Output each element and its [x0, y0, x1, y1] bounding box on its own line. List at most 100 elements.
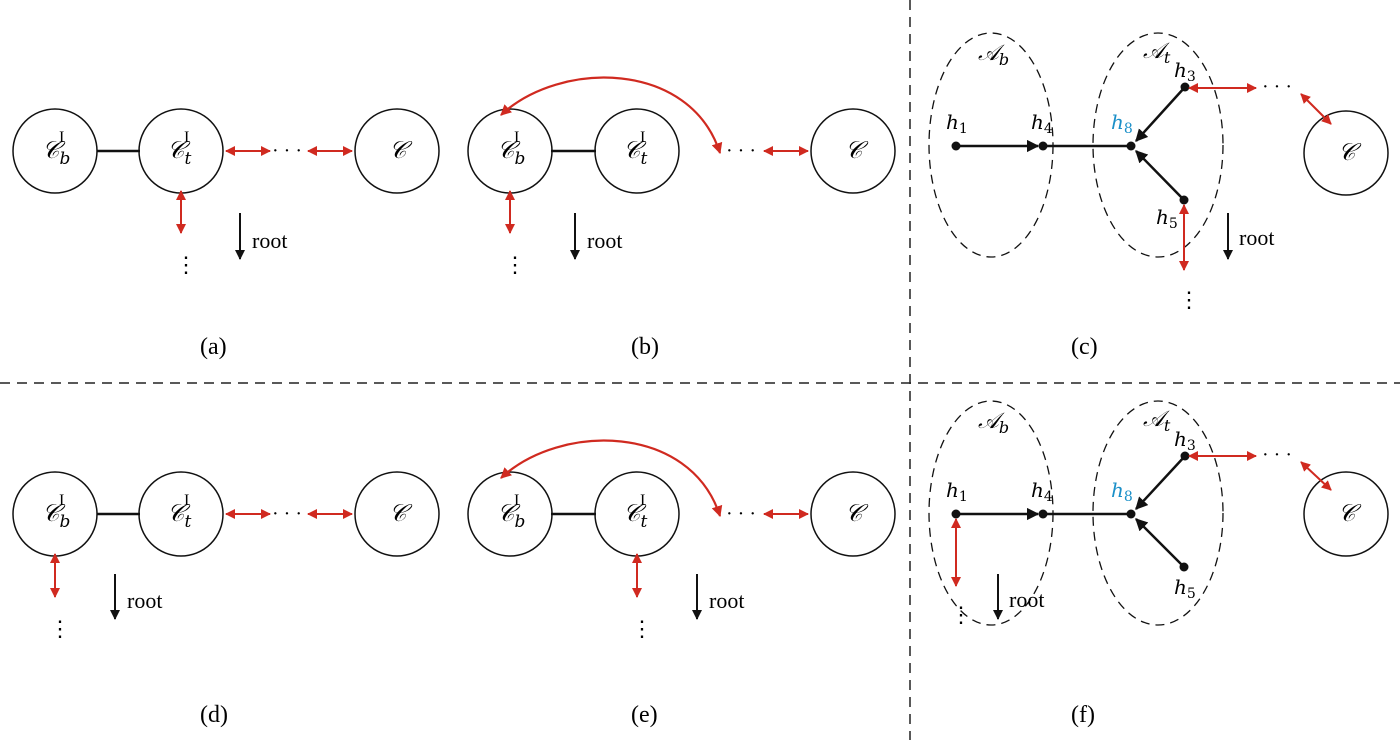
node-c-label: 𝒞 [389, 499, 413, 527]
svg-text:𝒞b: 𝒞b [42, 136, 70, 169]
caption-b: (b) [631, 334, 659, 360]
node-c-b-sub: b [515, 512, 526, 532]
svg-text:h8: h8 [1111, 110, 1133, 137]
h1-sub: 1 [959, 489, 968, 505]
root-label: root [127, 588, 162, 613]
h4-sub: 4 [1044, 489, 1053, 505]
caption-e: (e) [631, 702, 658, 728]
vertex-h3 [1180, 82, 1190, 92]
node-c [1303, 110, 1389, 196]
h4-label: h [1031, 110, 1044, 134]
h3-label: h [1174, 58, 1187, 82]
h8-label: h [1111, 478, 1124, 502]
vertex-h5 [1179, 195, 1189, 205]
set-a-b-sub: b [999, 50, 1009, 69]
svg-text:h3: h3 [1174, 427, 1196, 454]
svg-text:h3: h3 [1174, 58, 1196, 85]
node-c-b-sub: b [515, 149, 526, 169]
vdots: ⋮ [49, 616, 71, 641]
svg-text:𝒜t: 𝒜t [1143, 39, 1171, 67]
panel-d: 𝒞b I 𝒞t I 𝒞 · · · ⋮ root (d) [12, 471, 440, 728]
node-c-t [138, 471, 224, 557]
set-a-b-sub: b [999, 418, 1009, 437]
node-c-b [12, 108, 98, 194]
vertex-h4 [1038, 141, 1048, 151]
node-c-t-sub: t [185, 149, 192, 169]
node-c-b-sup: I [59, 129, 64, 146]
vdots: ⋮ [1178, 287, 1200, 312]
node-c [810, 471, 896, 557]
svg-text:h4: h4 [1031, 478, 1053, 505]
caption-d: (d) [200, 702, 228, 728]
node-c-b-sub: b [60, 149, 71, 169]
set-a-t [1092, 400, 1224, 626]
node-c-t-sub: t [641, 512, 648, 532]
red-curve-arrow [500, 439, 723, 518]
svg-text:h5: h5 [1156, 205, 1178, 232]
vdots: ⋮ [175, 252, 197, 277]
vdots: ⋮ [504, 252, 526, 277]
set-a-t-sub: t [1164, 416, 1171, 435]
panel-e: 𝒞b I 𝒞t I 𝒞 · · · ⋮ root (e) [467, 439, 896, 728]
root-label: root [1009, 587, 1044, 612]
node-c [810, 108, 896, 194]
edge-h5-h8 [1135, 150, 1185, 201]
caption-c: (c) [1071, 334, 1098, 360]
red-arrow-dots-c [1300, 461, 1332, 491]
svg-text:𝒞b: 𝒞b [497, 499, 525, 532]
hdots: · · · [726, 503, 756, 525]
h8-sub: 8 [1124, 489, 1133, 505]
vertex-h1 [951, 141, 961, 151]
node-c [354, 471, 440, 557]
h5-sub: 5 [1187, 586, 1196, 602]
h4-sub: 4 [1044, 121, 1053, 137]
h5-sub: 5 [1169, 216, 1178, 232]
vertex-h3 [1180, 451, 1190, 461]
root-label: root [1239, 225, 1274, 250]
vertex-h8 [1126, 509, 1136, 519]
root-label: root [252, 228, 287, 253]
set-a-t-sub: t [1164, 48, 1171, 67]
node-c [354, 108, 440, 194]
svg-text:𝒜t: 𝒜t [1143, 407, 1171, 435]
vertex-h4 [1038, 509, 1048, 519]
hdots: · · · [272, 140, 302, 162]
svg-text:h1: h1 [946, 110, 968, 137]
h1-label: h [946, 478, 959, 502]
vertex-h8 [1126, 141, 1136, 151]
set-a-t [1092, 32, 1224, 258]
node-c-t-sup: I [640, 492, 645, 509]
h5-label: h [1156, 205, 1169, 229]
root-label: root [587, 228, 622, 253]
vertex-h5 [1179, 562, 1189, 572]
edge-h3-h8 [1135, 86, 1186, 142]
node-c-b-sub: b [60, 512, 71, 532]
edge-h5-h8 [1135, 518, 1185, 568]
root-label: root [709, 588, 744, 613]
svg-text:h5: h5 [1174, 575, 1196, 602]
svg-text:𝒜b: 𝒜b [978, 409, 1009, 437]
node-c-t-sup: I [640, 129, 645, 146]
vdots: ⋮ [631, 616, 653, 641]
h5-label: h [1174, 575, 1187, 599]
svg-text:h1: h1 [946, 478, 968, 505]
svg-text:𝒞b: 𝒞b [42, 499, 70, 532]
h3-sub: 3 [1187, 438, 1196, 454]
panel-f: 𝒜b 𝒜t h1 h4 h8 h3 h5 𝒞 · · · ⋮ root (f) [928, 400, 1389, 728]
red-arrow-dots-c [1300, 93, 1332, 125]
hdots: · · · [1262, 444, 1292, 466]
node-c-label: 𝒞 [389, 136, 413, 164]
h3-label: h [1174, 427, 1187, 451]
h1-sub: 1 [959, 121, 968, 137]
node-c-b-sup: I [514, 129, 519, 146]
red-curve-arrow [500, 76, 723, 155]
node-c-t-sup: I [184, 492, 189, 509]
vertex-h1 [951, 509, 961, 519]
hdots: · · · [1262, 76, 1292, 98]
h8-sub: 8 [1124, 121, 1133, 137]
node-c-t-sub: t [185, 512, 192, 532]
node-c-label: 𝒞 [1338, 499, 1362, 527]
node-c [1303, 471, 1389, 557]
node-c-t-sup: I [184, 129, 189, 146]
